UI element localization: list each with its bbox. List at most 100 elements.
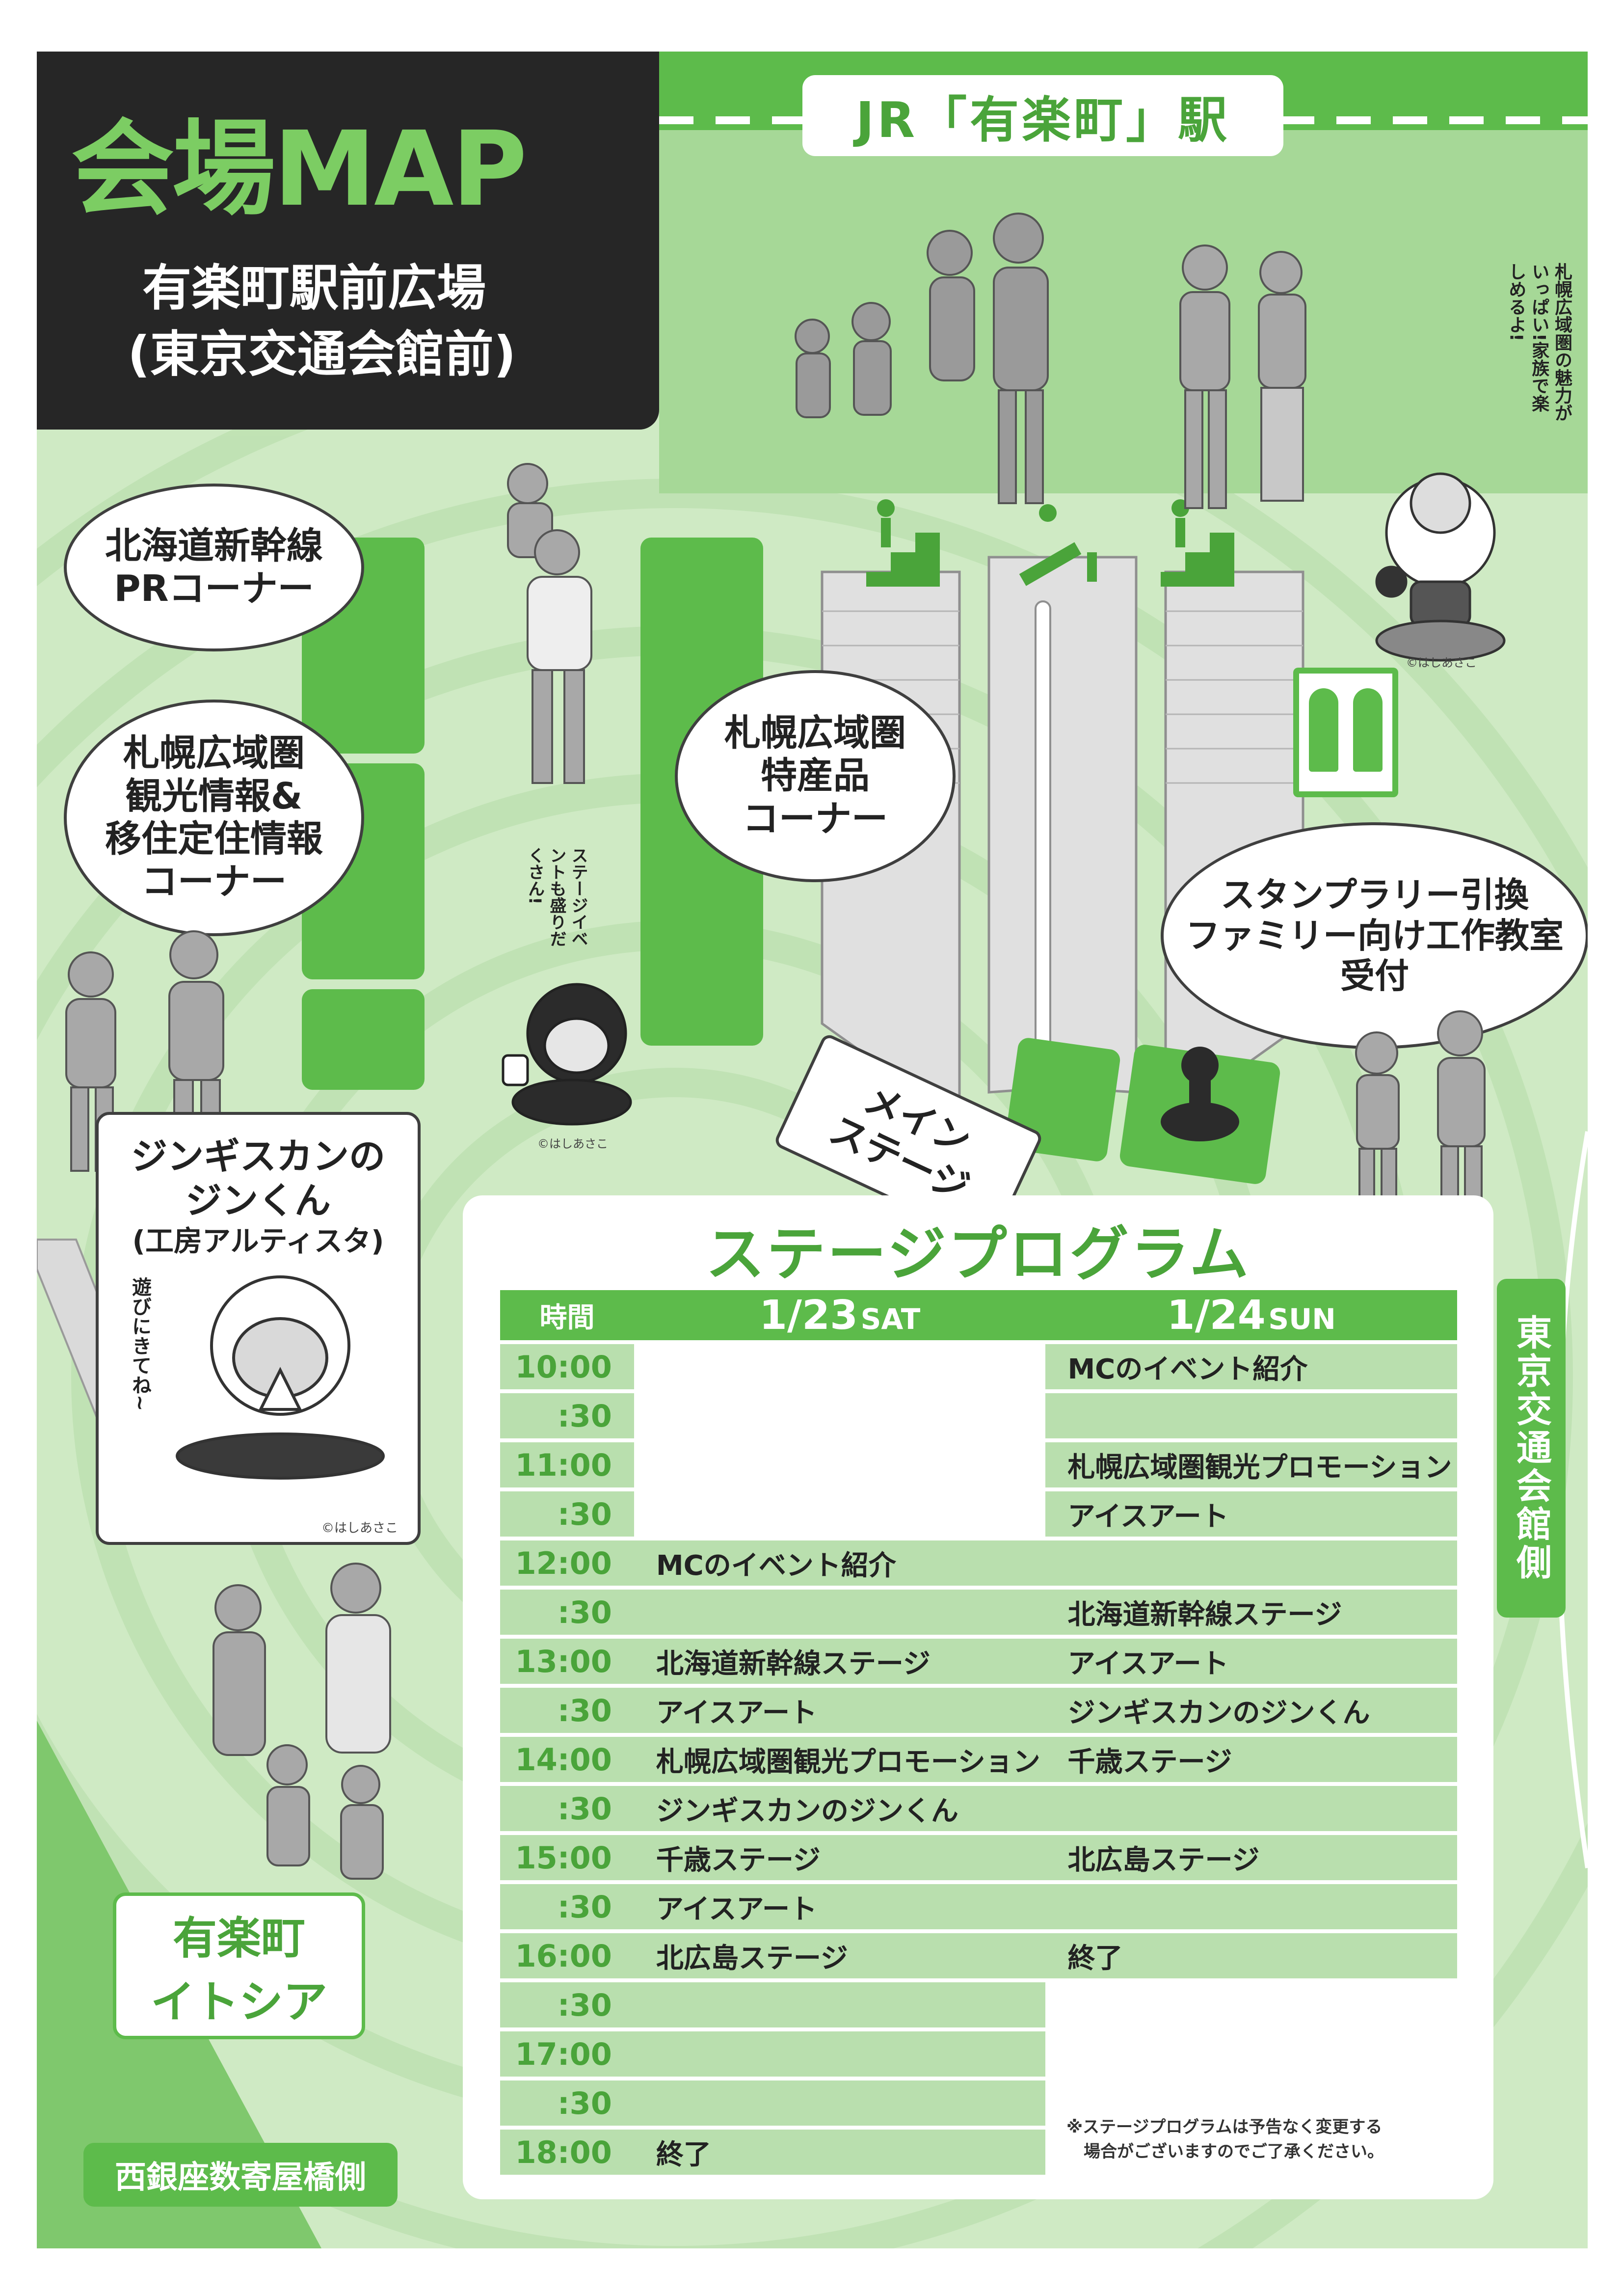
row-sat: 北海道新幹線ステージ — [634, 1639, 1046, 1684]
jinkun-box: ジンギスカンの ジンくん (工房アルティスタ) 遊びにきてね~ ©はしあさこ — [96, 1112, 421, 1545]
row-sun — [1045, 2080, 1457, 2126]
row-sat: アイスアート — [634, 1688, 1046, 1733]
row-sat — [634, 2031, 1046, 2077]
row-sun: MCのイベント紹介 — [1045, 1344, 1457, 1389]
row-sat: 終了 — [634, 2130, 1046, 2175]
mascot-right-speech: 札幌広域圏の魅力がいっぱい!家族で楽しめるよ! — [1506, 263, 1572, 422]
row-time: 15:00 — [500, 1835, 634, 1880]
row-sat — [634, 1590, 1046, 1635]
row-sat — [634, 1491, 1046, 1537]
row-sun: アイスアート — [1045, 1491, 1457, 1537]
mascot-center-illustration — [502, 983, 632, 1126]
table-row: 11:00 札幌広域圏観光プロモーション — [500, 1442, 1457, 1487]
mascot-right-illustration — [1375, 472, 1506, 662]
family-illustration — [795, 213, 1049, 504]
program-note-1: ※ステージプログラムは予告なく変更する — [1066, 2117, 1383, 2137]
col-time: 時間 — [500, 1290, 634, 1340]
row-time: 14:00 — [500, 1737, 634, 1782]
row-sat — [634, 2080, 1046, 2126]
page-subtitle-2: (東京交通会館前) — [128, 325, 516, 383]
row-time: :30 — [500, 1688, 634, 1733]
row-time: 16:00 — [500, 1933, 634, 1978]
program-note-2: 場合がございますのでご了承ください。 — [1084, 2142, 1384, 2161]
row-sat — [634, 1344, 1046, 1389]
row-sat: 北広島ステージ — [634, 1933, 1046, 1978]
row-time: :30 — [500, 1393, 634, 1438]
table-row: :30 — [500, 1393, 1457, 1438]
row-sun — [1045, 1540, 1457, 1586]
mascot-center-speech: ステージイベントも盛りだくさん! — [525, 847, 588, 947]
row-time: :30 — [500, 1982, 634, 2027]
jinkun-illustration — [176, 1275, 385, 1480]
table-row: :30 北海道新幹線ステージ — [500, 1590, 1457, 1635]
page-title: 会場MAP — [71, 109, 527, 229]
row-time: 13:00 — [500, 1639, 634, 1684]
row-sun — [1045, 2031, 1457, 2077]
row-sat — [634, 1982, 1046, 2027]
row-sun: 千歳ステージ — [1045, 1737, 1457, 1782]
row-time: 10:00 — [500, 1344, 634, 1389]
row-sat: 札幌広域圏観光プロモーション — [634, 1737, 1046, 1782]
station-label-text: JR「有楽町」駅 — [855, 91, 1230, 149]
jinkun-name-1: ジンギスカンの — [131, 1135, 385, 1178]
jinkun-maker: (工房アルティスタ) — [132, 1224, 384, 1258]
tokyo-kotsu-label: 東京交通会館側 — [1497, 1279, 1566, 1618]
mascot-center-copyright: ©はしあさこ — [537, 1137, 608, 1151]
row-sat: アイスアート — [634, 1884, 1046, 1929]
table-row: :30 — [500, 1982, 1457, 2027]
children-illustration — [1355, 1010, 1486, 1221]
row-sun: 終了 — [1045, 1933, 1457, 1978]
row-sat: MCのイベント紹介 — [634, 1540, 1046, 1586]
row-sun: 北広島ステージ — [1045, 1835, 1457, 1880]
row-sun: 札幌広域圏観光プロモーション — [1045, 1442, 1457, 1487]
jinkun-copyright: ©はしあさこ — [321, 1521, 398, 1536]
row-sun — [1045, 1393, 1457, 1438]
row-sat — [634, 1393, 1046, 1438]
bubble-tourism: 札幌広域圏観光情報&移住定住情報コーナー — [64, 700, 364, 936]
father-child-illustration — [507, 463, 592, 784]
row-time: 18:00 — [500, 2130, 634, 2175]
row-sun: 北海道新幹線ステージ — [1045, 1590, 1457, 1635]
nishi-ginza-label: 西銀座数寄屋橋側 — [83, 2143, 398, 2207]
bubble-specialty: 札幌広域圏特産品コーナー — [675, 670, 956, 882]
jinkun-speech: 遊びにきてね~ — [129, 1277, 151, 1411]
mascot-right-copyright: ©はしあさこ — [1406, 656, 1477, 670]
table-row: :30 — [500, 2080, 1457, 2126]
row-time: :30 — [500, 1884, 634, 1929]
venue-map: JR「有楽町」駅 会場MAP 有楽町駅前広場 (東京交通会館前) — [37, 52, 1588, 2248]
row-time: :30 — [500, 1786, 634, 1831]
row-time: 11:00 — [500, 1442, 634, 1487]
row-sat: ジンギスカンのジンくん — [634, 1786, 1046, 1831]
table-row: 17:00 — [500, 2031, 1457, 2077]
jinkun-name-2: ジンくん — [186, 1180, 331, 1222]
stairs-icons — [866, 499, 1234, 587]
col-sun: 1/24 SUN — [1045, 1290, 1457, 1340]
row-time: :30 — [500, 1590, 634, 1635]
row-sun: ジンギスカンのジンくん — [1045, 1688, 1457, 1733]
col-sat: 1/23 SAT — [634, 1290, 1046, 1340]
row-time: :30 — [500, 2080, 634, 2126]
station-band-light — [659, 130, 1588, 493]
header-box: 会場MAP 有楽町駅前広場 (東京交通会館前) — [37, 52, 659, 430]
itocia-label: 有楽町 イトシア — [113, 1892, 365, 2039]
elderly-couple-illustration — [1179, 244, 1306, 509]
cheering-family-illustration — [213, 1563, 391, 1880]
station-label: JR「有楽町」駅 — [802, 75, 1283, 156]
row-sun — [1045, 1982, 1457, 2027]
row-sun — [1045, 2130, 1457, 2175]
row-time: 17:00 — [500, 2031, 634, 2077]
program-title: ステージプログラム — [706, 1220, 1251, 1289]
